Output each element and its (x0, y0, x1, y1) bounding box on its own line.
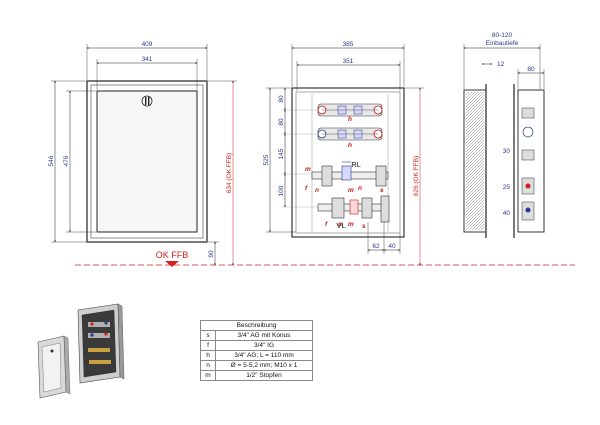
legend-row: h 3/4" AG; L = 110 mm (200, 350, 313, 361)
callout-s: s (380, 187, 384, 194)
callout-m: m (305, 166, 311, 173)
legend-key: m (200, 370, 216, 381)
open-dim-bottom-b: 40 (388, 243, 396, 250)
ffb-triangle-icon (165, 261, 179, 267)
legend-value: 3/4" AG mit Konus (215, 330, 313, 341)
open-view (266, 44, 424, 266)
legend-value: 1/2" Stopfen (215, 370, 313, 381)
legend-row: m 1/2" Stopfen (200, 370, 313, 381)
manifold-lower (317, 127, 383, 141)
thumbnail-open-box (77, 303, 125, 384)
legend-title: Beschreibung (200, 320, 313, 331)
front-dim-right: 634 (OK FFB) (226, 153, 233, 193)
legend-table: Beschreibung s 3/4" AG mit Konus f 3/4" … (200, 320, 313, 381)
label-rl: RL (351, 160, 361, 169)
open-dim-top-inner: 351 (343, 58, 354, 65)
legend-row: f 3/4" IG (200, 340, 313, 351)
open-dim-bottom-a: 62 (372, 243, 380, 250)
section-dim-depth: 80-120 (492, 32, 513, 39)
callout-n: n (315, 187, 319, 194)
flow-line-assembly (317, 195, 390, 223)
open-dim-left-d: 100 (278, 185, 285, 196)
section-dim-40: 40 (503, 210, 511, 217)
legend-row: s 3/4" AG mit Konus (200, 330, 313, 341)
thumbnail-closed-box (37, 335, 71, 399)
legend-key: f (200, 340, 216, 351)
section-dim-depth-label: Einbautiefe (486, 40, 519, 47)
front-dim-left-inner: 476 (63, 155, 70, 166)
legend-row: n Ø = 5-5,2 mm; M10 x 1 (200, 360, 313, 371)
callout-m: m (348, 187, 354, 194)
open-dim-left-b: 80 (278, 118, 285, 126)
legend-key: h (200, 350, 216, 361)
legend-key: s (200, 330, 216, 341)
callout-s: s (362, 223, 366, 230)
open-dim-right: 626 (OK FFB) (413, 156, 420, 196)
legend-value: 3/4" IG (215, 340, 313, 351)
front-dim-bottom: 90 (208, 250, 215, 258)
return-line-assembly (311, 161, 389, 187)
open-dim-left-c: 145 (278, 148, 285, 159)
callout-h: h (348, 142, 352, 149)
section-dim-25: 25 (503, 184, 511, 191)
callout-f: f (305, 185, 308, 192)
open-dim-top-outer: 385 (343, 41, 354, 48)
ffb-label: OK FFB (156, 250, 189, 260)
label-vl: VL (336, 221, 345, 230)
manifold-upper (317, 103, 383, 117)
callout-f: f (325, 221, 328, 228)
callout-m: m (348, 221, 354, 228)
door-lock-icon (141, 95, 153, 107)
legend-key: n (200, 360, 216, 371)
legend-value: 3/4" AG; L = 110 mm (215, 350, 313, 361)
section-dim-frame: 12 (497, 61, 505, 68)
open-dim-left-a: 80 (278, 95, 285, 103)
legend-value: Ø = 5-5,2 mm; M10 x 1 (215, 360, 313, 371)
callout-h: h (348, 116, 352, 123)
open-dim-left-total: 525 (263, 154, 270, 165)
front-dim-top-inner: 341 (142, 56, 153, 63)
section-dim-box: 80 (527, 66, 535, 73)
front-dim-left-outer: 546 (48, 155, 55, 166)
section-dim-30: 30 (503, 148, 511, 155)
section-view (463, 44, 545, 238)
callout-n: n (338, 221, 342, 228)
front-view (51, 44, 237, 266)
front-dim-top-outer: 409 (142, 41, 153, 48)
callout-n: n (358, 185, 362, 192)
